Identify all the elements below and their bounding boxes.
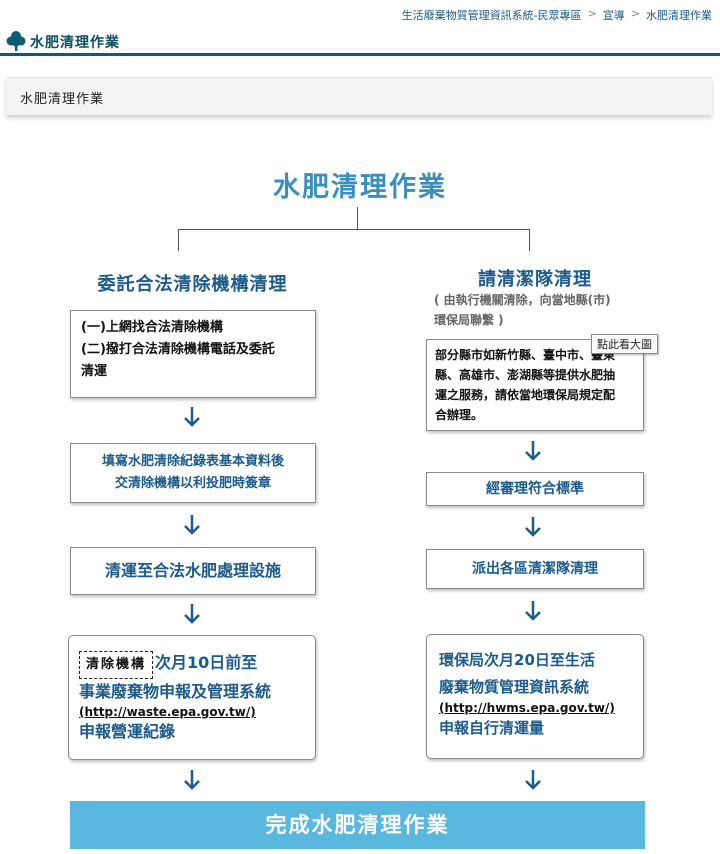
step-text: 廢棄物質管理資訊系統	[439, 678, 590, 696]
arrow-down-icon	[523, 599, 543, 623]
connector-line	[529, 229, 530, 251]
top-breadcrumb: 生活廢棄物質管理資訊系統-民眾專區 > 宣導 > 水肥清理作業	[402, 7, 712, 23]
site-title: 水肥清理作業	[30, 35, 120, 51]
arrow-down-icon	[182, 513, 202, 537]
left-column-heading: 委託合法清除機構清理	[97, 274, 288, 295]
step-text: 部分縣市如新竹縣、臺中市、臺東	[435, 348, 616, 362]
right-step-1: 部分縣市如新竹縣、臺中市、臺東 縣、高雄市、澎湖縣等提供水肥抽 運之服務，請依當…	[426, 339, 644, 431]
final-step-banner: 完成水肥清理作業	[70, 801, 645, 849]
right-column-heading: 請清潔隊清理	[478, 269, 592, 290]
step-text: 事業廢棄物申報及管理系統	[79, 682, 272, 701]
step-text: 申報營運紀錄	[79, 722, 176, 741]
connector-line	[357, 207, 358, 229]
nav-link-system[interactable]: 生活廢棄物質管理資訊系統-民眾專區	[401, 9, 582, 22]
step-text: 合辦理。	[435, 408, 484, 422]
connector-line	[178, 229, 530, 230]
step-text-part: 次月10日前至	[155, 653, 258, 672]
connector-line	[178, 229, 179, 251]
step-text: 填寫水肥清除紀錄表基本資料後	[101, 454, 284, 469]
step-text: 環保局次月20日至生活	[439, 651, 595, 669]
nav-link-current[interactable]: 水肥清理作業	[646, 9, 712, 22]
left-step-1: (一)上網找合法清除機構 (二)撥打合法清除機構電話及委託 清運	[70, 310, 316, 398]
tree-icon	[6, 30, 26, 52]
left-step-4: 清除機構次月10日前至 事業廢棄物申報及管理系統 (http://waste.e…	[68, 635, 316, 760]
step-text: 經審理符合標準	[486, 481, 584, 497]
left-step-3: 清運至合法水肥處理設施	[70, 547, 316, 595]
diagram-title: 水肥清理作業	[273, 172, 447, 203]
note-text: ( 由執行機關清除，向當地縣(市)	[434, 293, 611, 307]
step-text: (一)上網找合法清除機構	[81, 320, 223, 335]
breadcrumb-separator: >	[630, 7, 640, 20]
right-step-3: 派出各區清潔隊清理	[426, 549, 644, 589]
note-text: 環保局聯繫 )	[434, 313, 504, 327]
hwms-system-url: (http://hwms.epa.gov.tw/)	[439, 701, 615, 715]
step-text: 運之服務，請依當地環保局規定配	[435, 388, 616, 402]
right-step-4: 環保局次月20日至生活 廢棄物質管理資訊系統 (http://hwms.epa.…	[426, 634, 644, 759]
step-text: (二)撥打合法清除機構電話及委託	[81, 342, 275, 357]
waste-system-url: (http://waste.epa.gov.tw/)	[79, 705, 256, 719]
section-bar: 水肥清理作業	[6, 77, 712, 115]
nav-link-promotion[interactable]: 宣導	[602, 9, 625, 22]
step-text: 申報自行清運量	[439, 719, 545, 737]
section-title: 水肥清理作業	[20, 92, 105, 107]
step-text: 清除機構次月10日前至	[79, 650, 305, 679]
right-column-note: ( 由執行機關清除，向當地縣(市) 環保局聯繫 )	[434, 290, 649, 330]
arrow-down-icon	[523, 768, 543, 792]
view-large-tooltip: 點此看大圖	[591, 334, 658, 354]
right-step-2: 經審理符合標準	[426, 472, 644, 506]
arrow-down-icon	[523, 515, 543, 539]
step-text: 清運至合法水肥處理設施	[104, 561, 281, 580]
left-step-2: 填寫水肥清除紀錄表基本資料後 交清除機構以利投肥時簽章	[70, 443, 316, 503]
step-text: 清運	[81, 364, 108, 379]
arrow-down-icon	[182, 768, 202, 792]
step-text: 派出各區清潔隊清理	[472, 561, 598, 577]
step-text: 縣、高雄市、澎湖縣等提供水肥抽	[435, 368, 616, 382]
page-header: 水肥清理作業	[0, 26, 720, 56]
step-text: 交清除機構以利投肥時簽章	[114, 476, 271, 491]
arrow-down-icon	[182, 602, 202, 626]
breadcrumb-separator: >	[587, 7, 597, 20]
arrow-down-icon	[523, 439, 543, 463]
agency-tag: 清除機構	[79, 651, 154, 679]
arrow-down-icon	[182, 405, 202, 429]
